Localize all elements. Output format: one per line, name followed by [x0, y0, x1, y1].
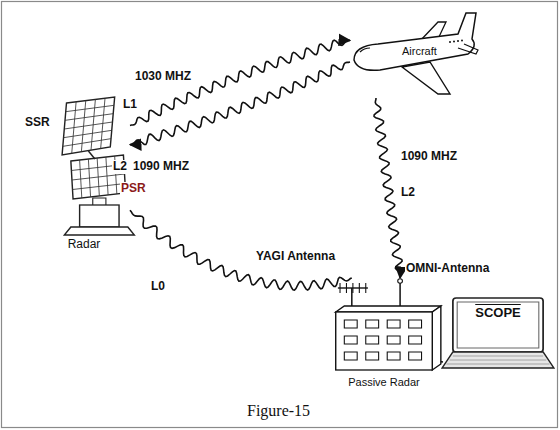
node-label: Radar: [38, 238, 130, 252]
window: [387, 336, 400, 344]
link-name: L2: [112, 160, 128, 174]
grid-stroke: [64, 130, 112, 137]
key-row: [446, 364, 549, 365]
link-name: L2: [400, 186, 416, 200]
radar-station: Radar: [38, 95, 130, 255]
window: [344, 336, 357, 344]
laptop-keyboard: [442, 352, 554, 368]
window: [453, 41, 455, 43]
grid-stroke: [66, 105, 114, 111]
key-row: [453, 356, 543, 357]
yagi-element: [352, 283, 353, 293]
signal-wave: [130, 210, 352, 290]
tail-plane: [458, 44, 478, 54]
node-label: Aircraft: [402, 45, 437, 58]
antenna-name: SSR: [24, 116, 51, 130]
window: [344, 352, 357, 360]
antenna-name: YAGI Antenna: [255, 250, 336, 264]
yagi-element: [359, 283, 360, 293]
window: [366, 320, 379, 328]
yagi-element: [346, 283, 347, 293]
building-front: [336, 312, 433, 370]
yagi-element: [365, 283, 366, 293]
grid-stroke: [63, 139, 111, 147]
omni-antenna: [399, 281, 401, 308]
window: [409, 352, 422, 360]
window: [409, 336, 422, 344]
window: [461, 40, 463, 42]
frequency-label: 1090 MHZ: [400, 150, 458, 164]
window: [387, 352, 400, 360]
passive-radar-building: Passive Radar: [325, 278, 443, 398]
frequency-label: L0: [150, 280, 166, 294]
window: [409, 320, 422, 328]
aircraft-shape: Aircraft: [350, 8, 480, 98]
grid-stroke: [64, 122, 112, 129]
grid-stroke: [73, 184, 126, 190]
scope-laptop: SCOPE: [440, 296, 556, 376]
window: [344, 320, 357, 328]
antenna-name: OMNI-Antenna: [405, 262, 490, 276]
fuselage: [354, 13, 476, 70]
window: [449, 41, 451, 43]
key-row: [450, 360, 547, 361]
signal-wave: [130, 62, 350, 145]
wing-near: [402, 62, 450, 94]
frequency-label: 1030 MHZ: [134, 70, 192, 84]
radar-base: [64, 227, 134, 235]
building-side: [432, 306, 441, 370]
omni-tip: [398, 279, 403, 283]
grid-stroke: [65, 114, 113, 121]
feed-strut: [88, 151, 95, 159]
radar-housing: [80, 205, 119, 227]
grid-stroke: [72, 174, 125, 180]
frequency-label: 1090 MHZ: [132, 160, 190, 174]
yagi-element: [339, 283, 340, 293]
window: [366, 336, 379, 344]
node-label: SCOPE: [440, 306, 556, 321]
yagi-mast: [351, 288, 353, 308]
link-name: L1: [122, 98, 138, 112]
window: [387, 320, 400, 328]
figure-caption: Figure-15: [247, 402, 310, 420]
cockpit-window: [360, 48, 370, 52]
antenna-panel: [62, 97, 115, 155]
antenna-name: PSR: [120, 182, 147, 196]
window: [457, 40, 459, 42]
signal-wave: [374, 98, 402, 278]
window: [366, 352, 379, 360]
building-roof: [336, 306, 441, 312]
node-outline: [38, 95, 130, 255]
node-label: Passive Radar: [325, 376, 443, 389]
